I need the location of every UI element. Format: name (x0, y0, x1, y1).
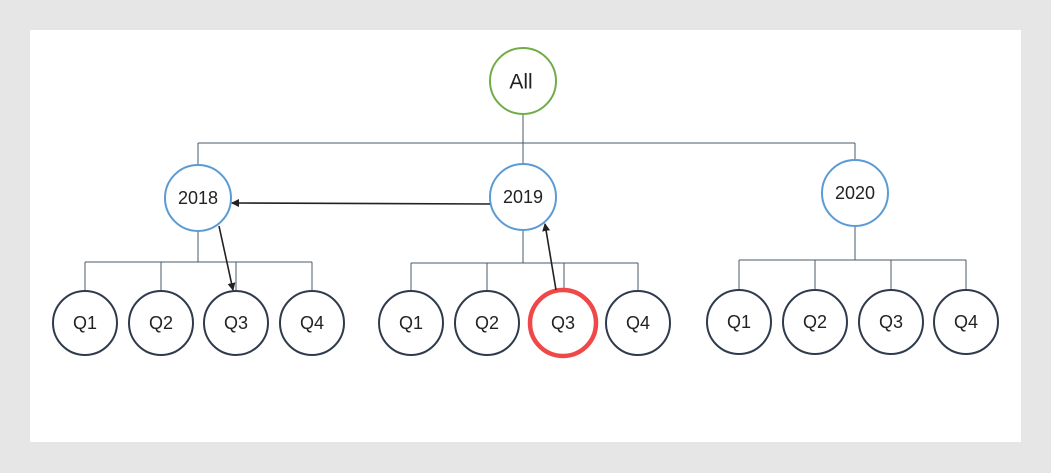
node-2020-q2[interactable]: Q2 (782, 289, 848, 355)
node-2018-q3[interactable]: Q3 (203, 290, 269, 356)
node-2019-q1[interactable]: Q1 (378, 290, 444, 356)
node-2019-q2[interactable]: Q2 (454, 290, 520, 356)
node-2020-q1-circle (706, 289, 772, 355)
year-2020-connectors (738, 226, 967, 290)
node-2019-q4-label: Q4 (626, 313, 650, 333)
node-year-2018-circle (164, 164, 232, 232)
node-2019-q1-circle (378, 290, 444, 356)
node-root-label: All (509, 71, 532, 94)
navigation-arrows (218, 199, 557, 291)
node-2018-q4-circle (279, 290, 345, 356)
node-2019-q3-highlighted[interactable]: Q3 (527, 287, 599, 359)
node-2018-q1-circle (52, 290, 118, 356)
node-2019-q4[interactable]: Q4 (605, 290, 671, 356)
root-connectors (197, 114, 856, 165)
arrow-2019q3-to-2019 (542, 223, 557, 291)
node-2020-q4-circle (933, 289, 999, 355)
node-2020-q4[interactable]: Q4 (933, 289, 999, 355)
node-2020-q3-label: Q3 (879, 312, 903, 332)
node-year-2019-label: 2019 (503, 187, 543, 207)
node-2020-q2-label: Q2 (803, 312, 827, 332)
node-year-2020-circle (821, 159, 889, 227)
node-year-2019[interactable]: 2019 (489, 163, 557, 231)
node-2020-q2-circle (782, 289, 848, 355)
node-2019-q1-label: Q1 (399, 313, 423, 333)
node-2019-q4-circle (605, 290, 671, 356)
node-2019-q3-label: Q3 (551, 313, 575, 333)
node-2019-q2-circle (454, 290, 520, 356)
node-2020-q3[interactable]: Q3 (858, 289, 924, 355)
node-2018-q4[interactable]: Q4 (279, 290, 345, 356)
node-2018-q3-label: Q3 (224, 313, 248, 333)
node-2020-q3-circle (858, 289, 924, 355)
node-root[interactable]: All (489, 47, 557, 115)
node-2018-q2-label: Q2 (149, 313, 173, 333)
arrow-2019-to-2018 (231, 199, 491, 208)
arrow-2018-to-2018q3 (218, 225, 236, 291)
node-2018-q3-circle (203, 290, 269, 356)
node-root-circle (489, 47, 557, 115)
node-year-2020[interactable]: 2020 (821, 159, 889, 227)
node-2020-q1-label: Q1 (727, 312, 751, 332)
node-2019-q2-label: Q2 (475, 313, 499, 333)
node-year-2018-label: 2018 (178, 188, 218, 208)
node-year-2020-label: 2020 (835, 183, 875, 203)
node-2018-q2[interactable]: Q2 (128, 290, 194, 356)
year-2018-connectors (84, 230, 313, 291)
node-2020-q4-label: Q4 (954, 312, 978, 332)
node-2018-q1-label: Q1 (73, 313, 97, 333)
year-2019-connectors (410, 230, 639, 291)
node-2018-q1[interactable]: Q1 (52, 290, 118, 356)
node-2018-q2-circle (128, 290, 194, 356)
node-2018-q4-label: Q4 (300, 313, 324, 333)
node-year-2019-circle (489, 163, 557, 231)
node-year-2018[interactable]: 2018 (164, 164, 232, 232)
node-2019-q3-circle (527, 287, 599, 359)
node-2020-q1[interactable]: Q1 (706, 289, 772, 355)
